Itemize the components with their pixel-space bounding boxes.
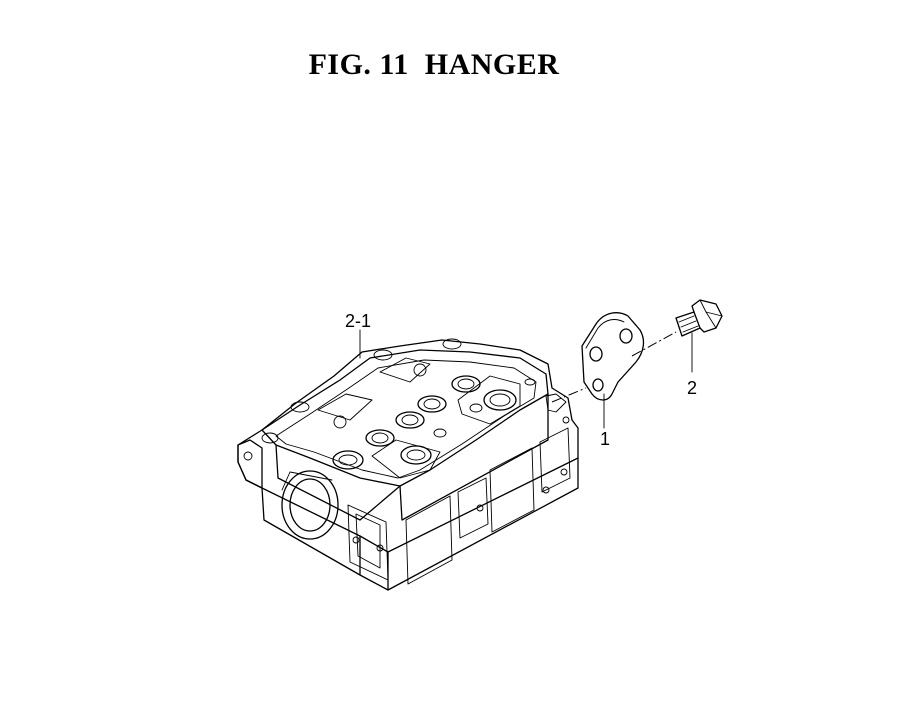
cylinder-head-drawing (237, 338, 579, 591)
bolt-drawing (675, 299, 723, 337)
figure-title: FIG. 11 HANGER (308, 48, 560, 81)
callout-cylinder-head: 2-1 (345, 311, 371, 331)
callout-bolt: 2 (687, 378, 697, 398)
callout-hanger: 1 (600, 429, 610, 449)
leader-lines (359, 329, 693, 429)
hanger-bracket-drawing (581, 312, 645, 401)
